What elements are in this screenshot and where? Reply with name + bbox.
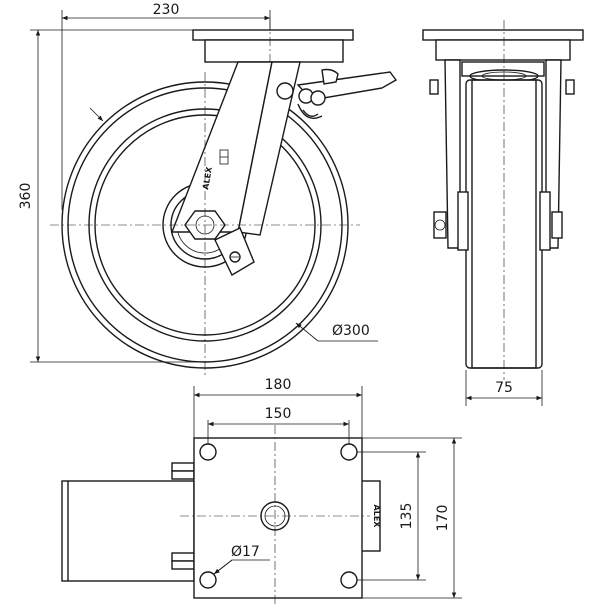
- axle-nut-right: [551, 211, 563, 239]
- dim-plate-width-label: 180: [265, 377, 292, 393]
- dim-height: 360: [18, 29, 205, 363]
- bolt-hole-bottom-left: [199, 571, 217, 589]
- dim-hole-spacing-y: 135: [357, 451, 426, 581]
- dim-wheel-diameter-label: Ø300: [332, 323, 370, 339]
- dim-top-width: 230: [61, 2, 271, 210]
- dim-height-label: 360: [18, 183, 34, 210]
- front-view: 75: [422, 20, 584, 406]
- top-view: ALEX 180 150: [61, 377, 462, 605]
- dim-bolt-hole: Ø17: [213, 544, 270, 575]
- bolt-hole-top-left: [199, 443, 217, 461]
- dim-wheel-diameter: Ø300: [89, 107, 378, 342]
- dim-plate-length: 170: [362, 437, 462, 599]
- top-plate-front: [422, 29, 584, 41]
- dim-hole-spacing-x-label: 150: [265, 406, 292, 422]
- dim-top-width-label: 230: [153, 2, 180, 18]
- brake-mechanism: [296, 68, 398, 119]
- dim-bolt-hole-label: Ø17: [231, 544, 260, 560]
- fork-leg: [170, 61, 301, 276]
- fork-emblem: [219, 149, 229, 165]
- side-view: ALEX 230 360 Ø300: [18, 2, 398, 378]
- plate-logo-text: ALEX: [372, 505, 381, 529]
- axle-nut-left: [433, 211, 447, 239]
- dim-wheel-width: 75: [465, 370, 543, 406]
- dim-hole-spacing-y-label: 135: [399, 503, 415, 530]
- dim-plate-width: 180: [193, 377, 363, 438]
- bolt-hole-top-right: [340, 443, 358, 461]
- dim-hole-spacing-x: 150: [207, 406, 350, 444]
- dim-plate-length-label: 170: [435, 505, 451, 532]
- bolt-hole-bottom-right: [340, 571, 358, 589]
- fork-logo-text: ALEX: [201, 165, 214, 190]
- fork-brand: ALEX: [201, 165, 214, 190]
- dim-wheel-width-label: 75: [495, 380, 513, 396]
